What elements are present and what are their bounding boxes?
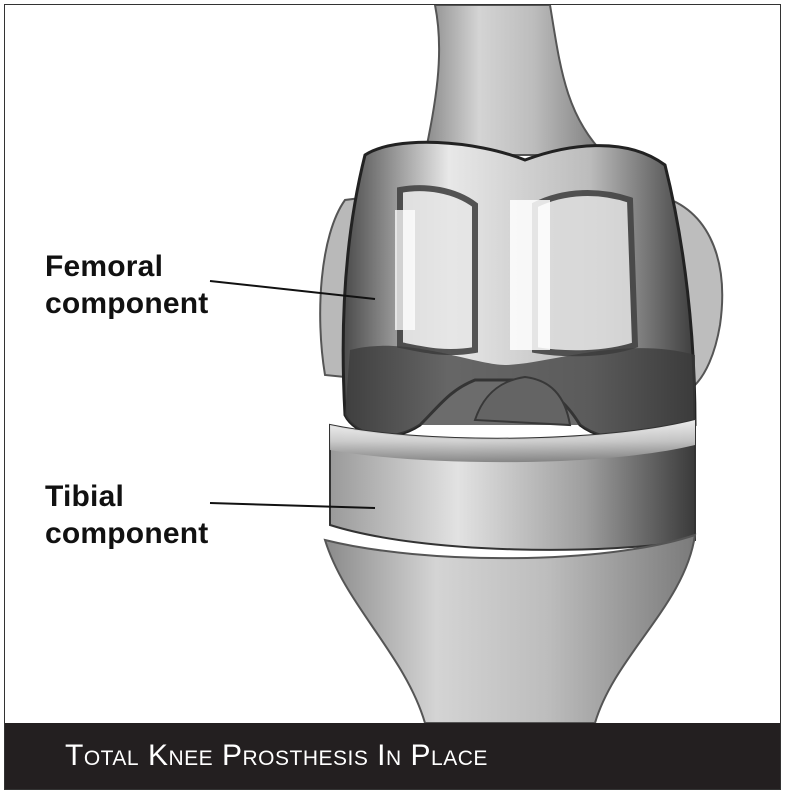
- figure-frame: Femoral component Tibial component Total…: [4, 4, 781, 790]
- tibial-component-label: Tibial component: [45, 478, 208, 552]
- femoral-label-line2: component: [45, 285, 208, 322]
- tibia-bone: [325, 535, 695, 723]
- tibial-label-line1: Tibial: [45, 478, 208, 515]
- femoral-component-label: Femoral component: [45, 248, 208, 322]
- caption-bar: Total Knee Prosthesis In Place: [5, 723, 780, 789]
- femur-shaft: [425, 5, 605, 155]
- femoral-label-line1: Femoral: [45, 248, 208, 285]
- figure-caption: Total Knee Prosthesis In Place: [65, 739, 488, 773]
- knee-illustration: [5, 5, 780, 723]
- tibial-label-line2: component: [45, 515, 208, 552]
